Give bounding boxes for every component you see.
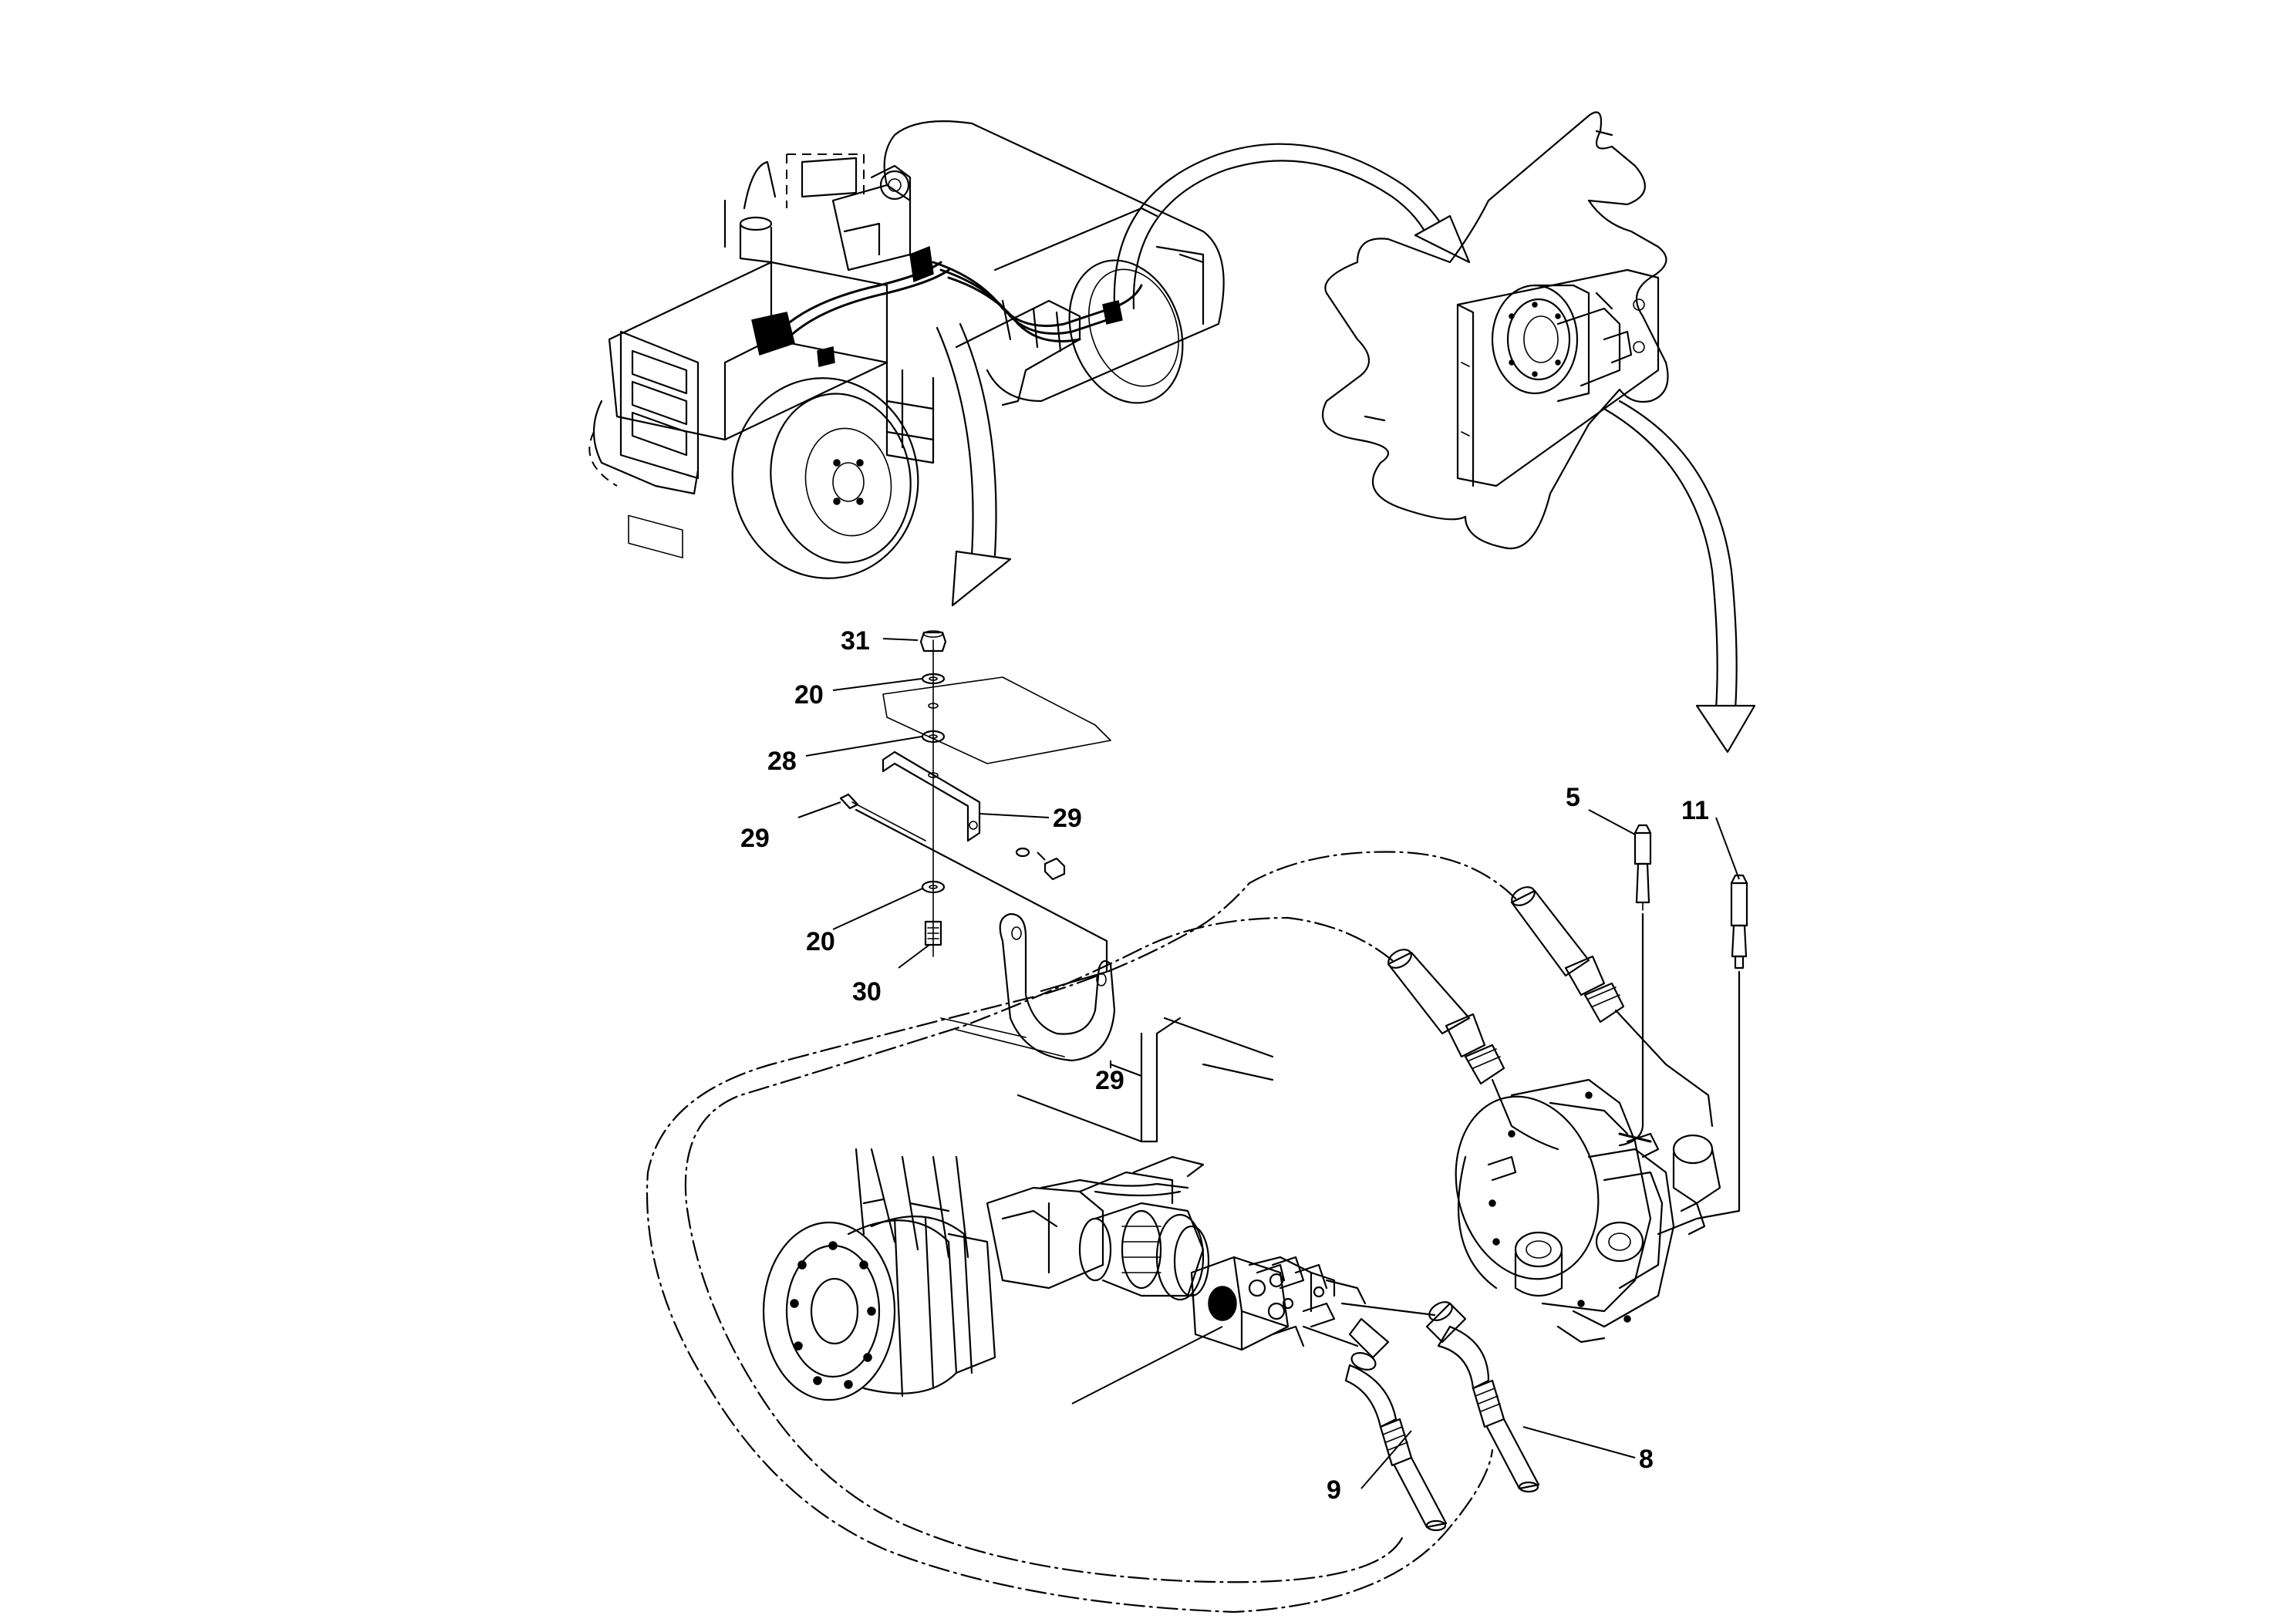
callout-29-clamp: 29 <box>1095 1066 1124 1095</box>
callout-11: 11 <box>1681 796 1709 825</box>
motor-mount-bracket-detail <box>1322 111 1669 550</box>
hose-fitting-upper-left <box>1387 949 1559 1151</box>
drum-drive-motor <box>1455 1078 1721 1344</box>
arrow-to-clamp-assembly <box>936 322 1012 607</box>
callout-9: 9 <box>1327 1475 1341 1505</box>
callout-5: 5 <box>1566 783 1580 812</box>
callout-28: 28 <box>767 747 797 776</box>
hose-fitting-8 <box>1340 1301 1540 1493</box>
clamp-bracket-assembly <box>839 630 1274 1143</box>
callout-29-bracket: 29 <box>1053 804 1082 833</box>
rear-axle-drive <box>762 1148 1367 1404</box>
hose-fitting-9 <box>1302 1317 1448 1532</box>
callout-8: 8 <box>1639 1445 1654 1474</box>
compactor-roller-illustration <box>588 120 1225 579</box>
connector-11 <box>1657 874 1748 1236</box>
hose-routing-lines <box>646 851 1517 1614</box>
arrow-to-motor-detail <box>1603 400 1756 754</box>
callout-20-upper: 20 <box>794 680 824 710</box>
hose-fitting-upper-right <box>1510 886 1714 1128</box>
callout-20-lower: 20 <box>806 927 835 956</box>
connector-5 <box>1618 824 1652 1147</box>
callout-31: 31 <box>841 626 870 656</box>
arrow-to-bracket-detail <box>1113 143 1471 310</box>
callout-30: 30 <box>852 977 882 1007</box>
callout-leaders <box>797 638 1740 1489</box>
callout-29-bolt: 29 <box>740 824 770 853</box>
